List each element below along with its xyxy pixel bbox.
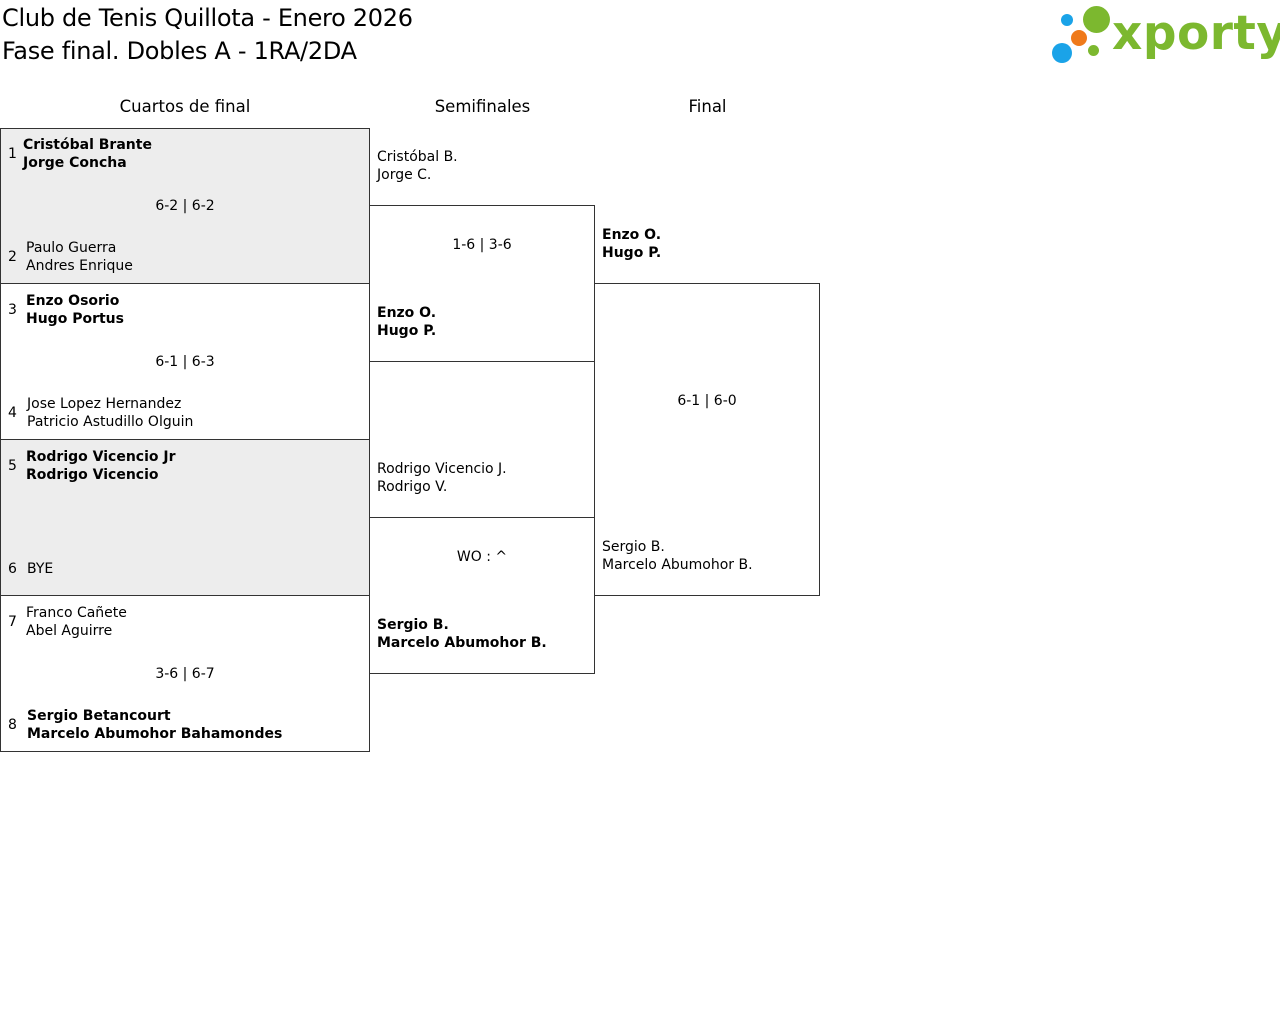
match-score: 1-6 | 3-6 — [452, 237, 512, 253]
round-header-quarterfinals: Cuartos de final — [119, 97, 251, 116]
logo-text: xporty — [1112, 6, 1280, 61]
logo-dot-green-large — [1083, 6, 1110, 33]
player-name: Sergio B. — [377, 617, 449, 633]
team-winner[interactable]: Sergio B. Marcelo Abumohor B. — [377, 616, 547, 652]
semifinal-2-team-top[interactable]: Rodrigo Vicencio J. Rodrigo V. — [377, 460, 507, 496]
player-name: Rodrigo Vicencio J. — [377, 461, 507, 477]
player-name: Hugo P. — [602, 245, 662, 261]
player-name: Rodrigo Vicencio Jr — [26, 449, 176, 465]
seed-number: 8 — [8, 717, 17, 733]
logo-dot-blue — [1061, 14, 1073, 26]
match-score: 6-1 | 6-0 — [677, 393, 737, 409]
player-name: Enzo O. — [602, 227, 662, 243]
player-name: Rodrigo V. — [377, 479, 448, 495]
team-winner[interactable]: Rodrigo Vicencio Jr Rodrigo Vicencio — [26, 448, 176, 484]
seed-number: 3 — [8, 302, 17, 318]
seed-number: 6 — [8, 561, 17, 577]
quarterfinal-match-4[interactable]: 7 Franco Cañete Abel Aguirre 3-6 | 6-7 8… — [0, 595, 370, 752]
quarterfinal-match-3[interactable]: 5 Rodrigo Vicencio Jr Rodrigo Vicencio 6… — [0, 439, 370, 596]
logo-dot-green-small — [1088, 45, 1099, 56]
final-team-top-winner[interactable]: Enzo O. Hugo P. — [602, 226, 661, 262]
player-name: Marcelo Abumohor B. — [602, 557, 753, 573]
team-loser[interactable]: Franco Cañete Abel Aguirre — [26, 604, 127, 640]
team-winner[interactable]: Enzo Osorio Hugo Portus — [26, 292, 124, 328]
quarterfinal-match-2[interactable]: 3 Enzo Osorio Hugo Portus 6-1 | 6-3 4 Jo… — [0, 283, 370, 440]
semifinal-1-team-top[interactable]: Cristóbal B. Jorge C. — [377, 148, 458, 184]
player-name: Patricio Astudillo Olguin — [27, 414, 194, 430]
seed-number: 5 — [8, 458, 17, 474]
player-name: Enzo Osorio — [26, 293, 120, 309]
xporty-logo[interactable]: xporty — [1050, 4, 1280, 68]
seed-number: 2 — [8, 249, 17, 265]
player-name: Hugo P. — [377, 323, 437, 339]
semifinal-match-1[interactable]: 1-6 | 3-6 Enzo O. Hugo P. — [369, 205, 595, 362]
player-name: Andres Enrique — [26, 258, 133, 274]
team-winner[interactable]: Enzo O. Hugo P. — [377, 304, 436, 340]
player-name: Enzo O. — [377, 305, 437, 321]
player-name: Hugo Portus — [26, 311, 124, 327]
team-loser[interactable]: Paulo Guerra Andres Enrique — [26, 239, 133, 275]
player-name: Marcelo Abumohor Bahamondes — [27, 726, 283, 742]
team-loser[interactable]: Sergio B. Marcelo Abumohor B. — [602, 538, 753, 574]
player-name: Jose Lopez Hernandez — [27, 396, 182, 412]
seed-number: 1 — [8, 146, 17, 162]
player-name: Sergio Betancourt — [27, 708, 171, 724]
tournament-subtitle: Fase final. Dobles A - 1RA/2DA — [2, 37, 357, 65]
player-name: Sergio B. — [602, 539, 665, 555]
logo-dot-orange — [1071, 30, 1087, 46]
player-name: Jorge C. — [377, 167, 432, 183]
player-name: Jorge Concha — [23, 155, 127, 171]
player-name: Cristóbal Brante — [23, 137, 152, 153]
quarterfinal-match-1[interactable]: 1 Cristóbal Brante Jorge Concha 6-2 | 6-… — [0, 128, 370, 284]
tournament-title: Club de Tenis Quillota - Enero 2026 — [2, 4, 413, 32]
logo-dot-blue-large — [1052, 43, 1072, 63]
team-loser[interactable]: Jose Lopez Hernandez Patricio Astudillo … — [27, 395, 193, 431]
player-name: Franco Cañete — [26, 605, 127, 621]
semifinal-match-2[interactable]: WO : ^ Sergio B. Marcelo Abumohor B. — [369, 517, 595, 674]
final-match[interactable]: 6-1 | 6-0 Sergio B. Marcelo Abumohor B. — [594, 283, 820, 596]
match-score: 6-1 | 6-3 — [155, 354, 215, 370]
player-name: Marcelo Abumohor B. — [377, 635, 547, 651]
team-bye: BYE — [27, 560, 53, 578]
bye-label: BYE — [27, 561, 54, 577]
seed-number: 4 — [8, 405, 17, 421]
team-winner[interactable]: Sergio Betancourt Marcelo Abumohor Baham… — [27, 707, 282, 743]
round-header-semifinals: Semifinales — [434, 97, 531, 116]
seed-number: 7 — [8, 614, 17, 630]
round-header-final: Final — [688, 97, 727, 116]
player-name: Abel Aguirre — [26, 623, 113, 639]
match-score: WO : ^ — [456, 549, 508, 565]
player-name: Rodrigo Vicencio — [26, 467, 159, 483]
player-name: Cristóbal B. — [377, 149, 458, 165]
player-name: Paulo Guerra — [26, 240, 117, 256]
team-winner[interactable]: Cristóbal Brante Jorge Concha — [23, 136, 152, 172]
match-score: 3-6 | 6-7 — [155, 666, 215, 682]
match-score: 6-2 | 6-2 — [155, 198, 215, 214]
